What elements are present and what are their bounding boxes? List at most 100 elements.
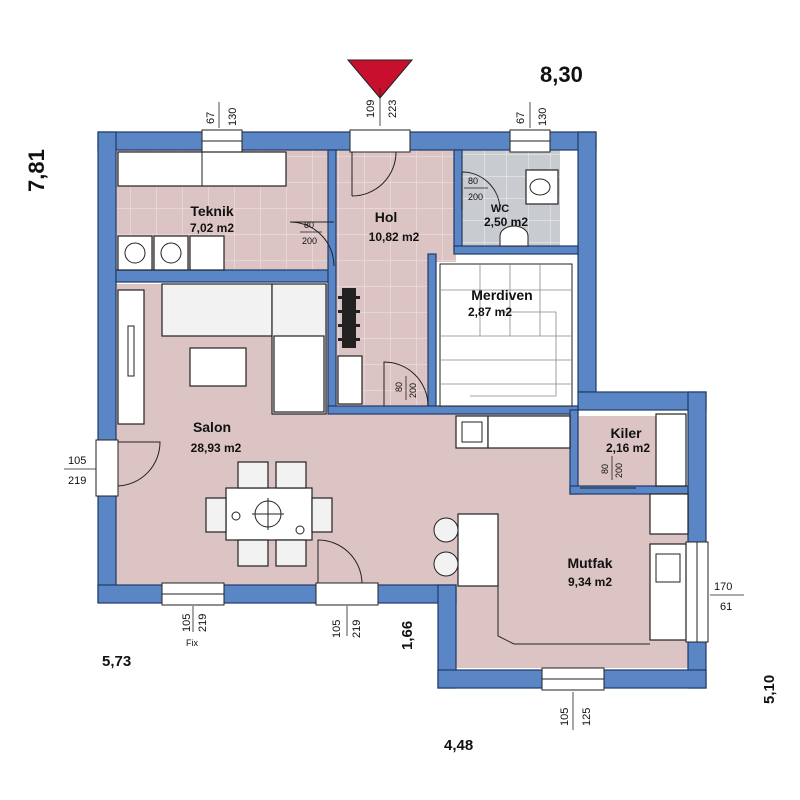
opening-dims: 67 130 109 223 67 130 105 219 105 219 Fi…	[64, 88, 744, 730]
room-area-merdiven: 2,87 m2	[468, 305, 512, 319]
wc-fixtures	[499, 169, 559, 247]
salon-furniture	[117, 283, 333, 567]
wall-step	[577, 391, 707, 411]
wall-teknik-hol	[327, 149, 337, 411]
island-counter	[457, 513, 499, 587]
door-swing-wc	[461, 171, 501, 211]
kitchen-layout	[497, 586, 650, 645]
chair	[205, 497, 227, 533]
wall-wc-bottom	[453, 245, 579, 255]
door-swing-hol-main	[351, 151, 397, 197]
bottom-door-h: 219	[351, 620, 363, 638]
right-window-h: 61	[720, 601, 732, 613]
wall-kiler-bottom	[569, 485, 689, 495]
overall-dims: 8,30 7,81 5,73 5,10 4,48 1,66	[24, 62, 778, 754]
bottom-left-window-w: 105	[181, 614, 193, 632]
room-name-teknik: Teknik	[190, 203, 234, 219]
room-name-kiler: Kiler	[610, 425, 642, 441]
hol-cabinet	[337, 355, 363, 405]
window-left	[95, 439, 119, 497]
right-window-w: 170	[714, 581, 732, 593]
room-labels: Teknik 7,02 m2 Hol 10,82 m2 WC 2,50 m2 M…	[190, 203, 650, 589]
wall-hol-bottom	[327, 405, 579, 415]
kitchen-sink	[649, 543, 687, 641]
kiler-shelf	[655, 413, 687, 487]
bar-stool	[433, 551, 459, 577]
chair	[275, 461, 307, 489]
coat-rack-icon	[337, 288, 363, 405]
overall-bottom-right: 5,10	[761, 675, 778, 704]
windows	[95, 129, 709, 691]
stairs-icon	[439, 263, 573, 407]
wall-teknik-bottom	[115, 269, 335, 283]
sink-icon	[499, 225, 529, 247]
overall-bottom-mid: 4,48	[444, 737, 473, 754]
floor-mutfak	[456, 490, 688, 668]
door-kiler-w: 80	[600, 464, 610, 474]
room-area-hol: 10,82 m2	[369, 230, 420, 244]
room-name-wc: WC	[491, 203, 509, 215]
sofa-back	[161, 283, 273, 337]
dryer-icon	[153, 235, 189, 271]
bottom-right-window-w: 105	[559, 708, 571, 726]
chair	[237, 539, 269, 567]
kitchen-furniture	[433, 413, 689, 641]
entrance-marker-icon	[346, 59, 414, 99]
wall-right	[687, 391, 707, 689]
room-name-mutfak: Mutfak	[567, 555, 612, 571]
overall-bottom-left: 5,73	[102, 653, 131, 670]
top-door-w: 109	[365, 100, 377, 118]
chair	[311, 497, 333, 533]
room-name-salon: Salon	[193, 419, 231, 435]
door-swing-left	[117, 441, 161, 487]
coffee-table	[189, 347, 247, 387]
bar-stool	[433, 517, 459, 543]
stove-icon	[455, 415, 489, 449]
door-kiler-h: 200	[614, 463, 624, 478]
door-teknik-h: 200	[302, 236, 317, 246]
wall-merdiven-left	[427, 253, 437, 411]
wall-hol-wc	[453, 149, 463, 251]
kitchen-cabinet	[649, 493, 689, 535]
top-left-window-h: 130	[227, 108, 239, 126]
wall-left	[97, 131, 117, 603]
door-swings	[117, 151, 636, 584]
wall-kiler-left	[569, 409, 579, 495]
top-right-window-w: 67	[515, 112, 527, 124]
wall-bottom-left	[97, 584, 457, 604]
bottom-left-window-h: 219	[197, 614, 209, 632]
room-area-salon: 28,93 m2	[191, 441, 242, 455]
door-top	[349, 129, 411, 153]
sofa-seat	[273, 335, 325, 413]
teknik-furniture	[117, 151, 287, 271]
bottom-right-window-h: 125	[581, 708, 593, 726]
overall-step: 1,66	[399, 621, 416, 650]
counter-top	[487, 415, 571, 449]
door-swing-teknik	[289, 221, 335, 267]
door-bottom	[315, 582, 379, 606]
door-swing-bottom	[317, 539, 363, 584]
room-area-teknik: 7,02 m2	[190, 221, 234, 235]
door-size-labels: 80 200 80 200 80 200 80 200	[300, 176, 624, 480]
overall-width-top: 8,30	[540, 62, 583, 87]
room-area-mutfak: 9,34 m2	[568, 575, 612, 589]
door-wc-w: 80	[468, 176, 478, 186]
top-left-window-w: 67	[205, 112, 217, 124]
top-door-h: 223	[387, 100, 399, 118]
door-swing-hol-bottom	[383, 361, 429, 407]
wall-right-upper	[577, 131, 597, 393]
room-area-wc: 2,50 m2	[484, 215, 528, 229]
floor-hol-ext	[432, 150, 456, 260]
chair	[275, 539, 307, 567]
left-window-w: 105	[68, 455, 86, 467]
top-right-window-h: 130	[537, 108, 549, 126]
toilet-icon	[525, 169, 559, 205]
bottom-door-w: 105	[331, 620, 343, 638]
door-wc-h: 200	[468, 192, 483, 202]
chair	[237, 461, 269, 489]
left-window-h: 219	[68, 475, 86, 487]
room-name-hol: Hol	[375, 209, 398, 225]
door-teknik-w: 80	[304, 220, 314, 230]
room-area-kiler: 2,16 m2	[606, 441, 650, 455]
